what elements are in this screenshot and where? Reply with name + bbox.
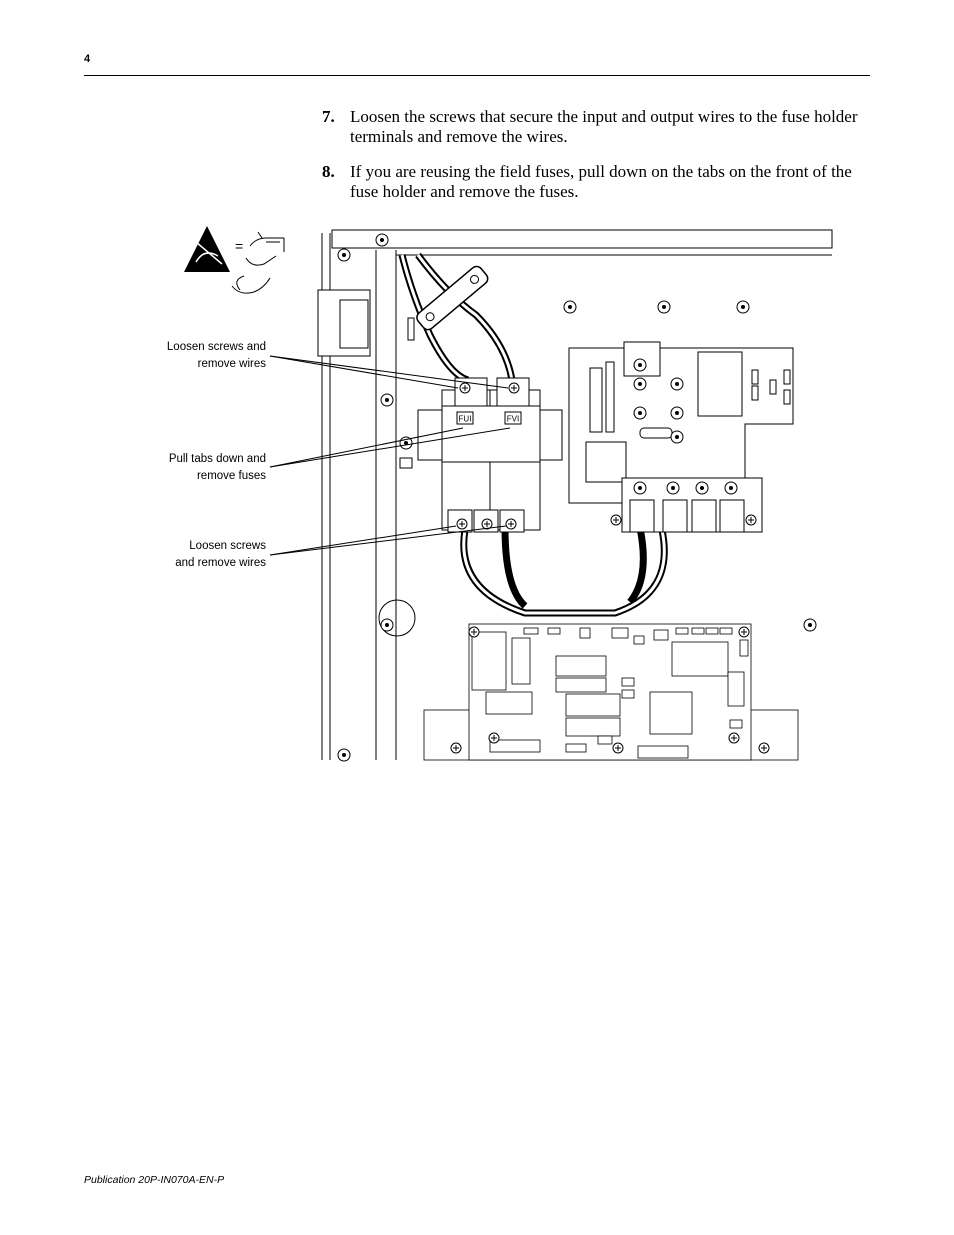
instruction-steps: 7. Loosen the screws that secure the inp… bbox=[322, 107, 870, 217]
fuse-label-fui-text: FUI bbox=[459, 415, 472, 424]
esd-warning-icon: = bbox=[184, 226, 285, 294]
step-7: 7. Loosen the screws that secure the inp… bbox=[322, 107, 870, 147]
step-number: 8. bbox=[322, 162, 335, 181]
callout-input-screws: Loosen screws and remove wires bbox=[86, 339, 266, 373]
callout-line: Loosen screws bbox=[189, 540, 266, 552]
step-text: Loosen the screws that secure the input … bbox=[350, 107, 858, 146]
callout-line: and remove wires bbox=[175, 557, 266, 569]
fuse-label-fvi: FVI bbox=[504, 411, 522, 425]
callout-fuse-tabs: Pull tabs down and remove fuses bbox=[86, 451, 266, 485]
callout-line: remove wires bbox=[197, 358, 266, 370]
fuse-holder-diagram: = bbox=[184, 226, 833, 762]
callout-line: remove fuses bbox=[196, 470, 266, 482]
control-board bbox=[423, 623, 799, 761]
power-board bbox=[568, 341, 794, 533]
esd-equals: = bbox=[235, 238, 243, 254]
step-number: 7. bbox=[322, 107, 335, 126]
fuse-label-fui: FUI bbox=[456, 411, 474, 425]
page-number: 4 bbox=[84, 53, 91, 65]
fuse-label-fvi-text: FVI bbox=[507, 415, 519, 424]
step-8: 8. If you are reusing the field fuses, p… bbox=[322, 162, 870, 202]
step-text: If you are reusing the field fuses, pull… bbox=[350, 162, 852, 201]
fuse-holder bbox=[417, 377, 563, 533]
header-rule bbox=[84, 75, 870, 76]
callout-output-screws: Loosen screws and remove wires bbox=[86, 538, 266, 572]
callout-line: Loosen screws and bbox=[166, 341, 266, 353]
callout-line: Pull tabs down and bbox=[168, 453, 266, 465]
footer-publication: Publication 20P-IN070A-EN-P bbox=[84, 1174, 225, 1186]
